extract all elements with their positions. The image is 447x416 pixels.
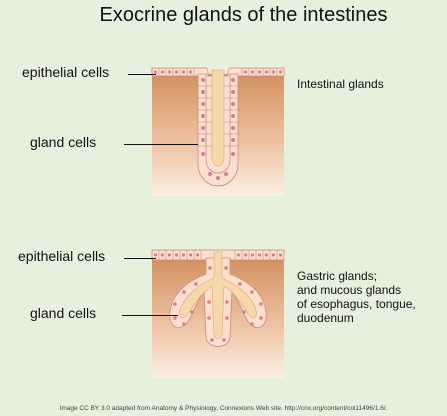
- intestinal-gland-illustration: [151, 67, 285, 196]
- caption-line: and mucous glands: [297, 283, 402, 297]
- gland-lumen: [211, 69, 225, 167]
- image-credit: Image CC BY 3.0 adapted from Anatomy & P…: [59, 405, 388, 412]
- gland-cells-leader-top: [124, 144, 198, 145]
- gastric-glands-caption: Gastric glands; and mucous glands of eso…: [297, 269, 416, 325]
- epithelial-cells-leader-top: [128, 74, 156, 75]
- caption-line: Gastric glands;: [297, 269, 378, 283]
- gland-tube-wall: [197, 73, 239, 187]
- gastric-gland-illustration: [151, 249, 285, 378]
- gastric-gland-diagram: [150, 246, 286, 378]
- gland-cells-leader-bottom: [122, 315, 178, 316]
- intestinal-glands-caption: Intestinal glands: [297, 77, 384, 91]
- caption-line: duodenum: [297, 311, 354, 325]
- branched-gland-lumen: [179, 251, 257, 339]
- caption-line: of esophagus, tongue,: [297, 297, 416, 311]
- epithelial-cells-label-top: epithelial cells: [22, 64, 110, 80]
- gland-cells-label-top: gland cells: [30, 134, 97, 150]
- epithelial-cells-label-bottom: epithelial cells: [18, 248, 106, 264]
- gland-cells-label-bottom: gland cells: [30, 305, 97, 321]
- page-title: Exocrine glands of the intestines: [99, 4, 388, 26]
- intestinal-gland-diagram: [150, 64, 286, 196]
- epithelial-cells-leader-bottom: [124, 258, 156, 259]
